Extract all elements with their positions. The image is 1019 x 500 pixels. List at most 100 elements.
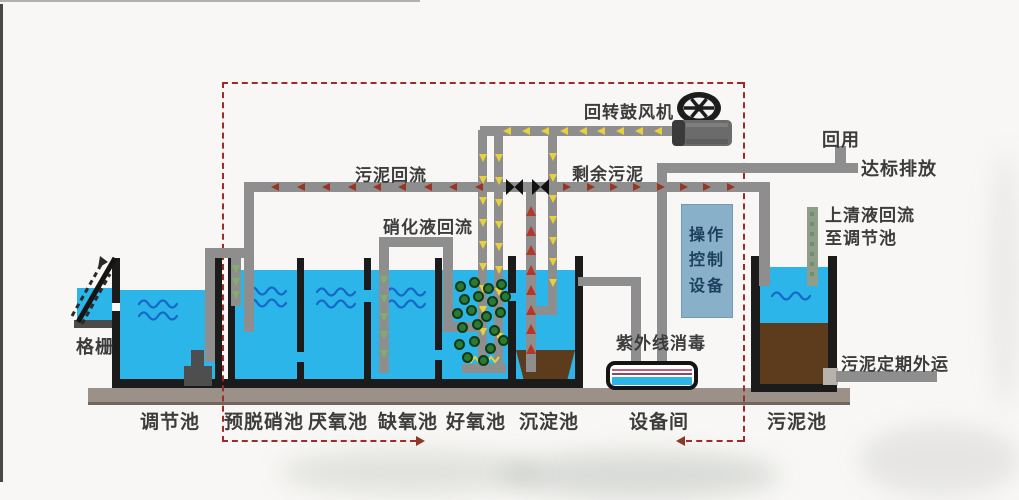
water-wave — [316, 286, 356, 312]
aeration-bubble — [478, 355, 489, 366]
uv-outlet-riser — [657, 163, 667, 363]
boundary-bottom-right — [686, 440, 743, 442]
aeration-bubble — [483, 283, 494, 294]
paper-shadow — [500, 452, 780, 498]
aeration-bubble — [454, 339, 465, 350]
aeration-bubble — [472, 319, 483, 330]
wall-aerobic-sediment-lower — [508, 301, 516, 388]
photo-edge-top — [0, 0, 420, 2]
aeration-bubble — [498, 335, 509, 346]
aeration-bubble — [489, 325, 500, 336]
control-box-text: 设备 — [688, 277, 725, 295]
valve-icon — [532, 179, 549, 195]
tank-label-anoxic: 缺氧池 — [377, 412, 439, 433]
sludge-hauling-label: 污泥定期外运 — [841, 355, 949, 374]
photo-edge-left — [0, 4, 3, 482]
submersible-pump-column — [191, 350, 204, 370]
water-wave — [247, 285, 287, 311]
aeration-bubble — [466, 305, 477, 316]
wall-anaerobic-anoxic-lower — [364, 302, 371, 388]
aeration-bubble — [459, 294, 470, 305]
airlift-air-pipe — [548, 130, 557, 312]
sludge-return-label: 污泥回流 — [355, 166, 427, 185]
aeration-bubble — [487, 296, 498, 307]
rotary-blower-label: 回转鼓风机 — [584, 103, 674, 122]
wall-anoxic-aerobic-upper — [435, 258, 442, 350]
supernatant-label-line1: 上清液回流 — [825, 206, 915, 225]
sedimentation-sludge-hopper — [516, 350, 575, 382]
ground-bar — [88, 388, 850, 405]
wall-anoxic-aerobic-lower — [435, 360, 442, 388]
uv-disinfection-label: 紫外线消毒 — [616, 334, 706, 353]
paper-shadow — [990, 150, 1019, 410]
aeration-bubble — [457, 322, 468, 333]
uv-inlet-downpipe — [631, 277, 641, 363]
paper-shadow — [860, 425, 1019, 495]
airlift-air-bend — [536, 306, 557, 315]
nitrified-return-top — [379, 237, 453, 247]
wall-predenit-anaerobic-upper — [297, 258, 304, 352]
uv-disinfection-unit — [606, 361, 698, 390]
bio-tanks-water — [235, 270, 575, 381]
supernatant-label-line2: 至调节池 — [825, 228, 897, 248]
sediment-sludge-riser — [526, 192, 536, 372]
supernatant-flow-dashes — [810, 212, 814, 282]
aeration-bubble — [469, 277, 480, 288]
sludge-return-downpipe — [244, 182, 254, 332]
boundary-left — [222, 82, 224, 442]
tank-label-equipment-room: 设备间 — [628, 412, 690, 433]
sludge-outlet-pipe — [836, 371, 937, 382]
sludge-tank-left-wall — [751, 256, 760, 392]
aeration-bubble — [496, 279, 507, 290]
valve-icon — [506, 179, 523, 195]
rotary-blower-icon — [672, 92, 732, 146]
aeration-bubble — [452, 308, 463, 319]
aeration-bubble — [462, 352, 473, 363]
reuse-branch-stub — [835, 146, 846, 163]
wall-aerobic-sediment-upper — [508, 256, 516, 293]
tanks-floor — [112, 379, 583, 388]
air-diffuser-manifold — [462, 364, 506, 373]
aeration-bubble — [455, 281, 466, 292]
lift-pipe-drop — [231, 258, 241, 306]
aeration-bubble — [495, 307, 506, 318]
nitrified-return-right-leg — [443, 247, 453, 330]
sludge-outlet-coupling — [823, 368, 838, 385]
supernatant-label: 上清液回流 至调节池 — [825, 205, 915, 251]
tank-label-anaerobic: 厌氧池 — [307, 412, 369, 433]
aeration-bubble — [481, 311, 492, 322]
inlet-wall-lower — [112, 311, 120, 388]
paper-shadow — [280, 450, 540, 494]
control-equipment-box: 操作 控制 设备 — [681, 204, 733, 318]
boundary-arrowhead — [676, 436, 685, 446]
wall-anaerobic-anoxic-upper — [364, 258, 371, 290]
discharge-label: 达标排放 — [861, 159, 937, 179]
submersible-pump — [184, 366, 212, 386]
lift-pipe-riser — [205, 250, 215, 362]
boundary-top — [222, 82, 743, 84]
excess-sludge-downpipe — [759, 182, 770, 286]
lift-pipe-crossover — [205, 248, 247, 258]
control-box-text: 控制 — [688, 252, 725, 270]
tank-label-sedimentation: 沉淀池 — [518, 412, 580, 433]
predenit-left-wall — [228, 258, 235, 388]
reuse-label: 回用 — [822, 130, 860, 150]
water-wave — [386, 286, 426, 312]
bar-screen-icon — [70, 256, 118, 325]
aeration-bubble — [485, 343, 496, 354]
inlet-channel-floor — [74, 320, 120, 328]
inlet-wall-upper — [112, 258, 120, 303]
aeration-bubble — [500, 291, 511, 302]
sludge-tank-right-wall — [828, 256, 837, 392]
grating-label: 格栅 — [76, 337, 114, 357]
aeration-bubble — [473, 291, 484, 302]
boundary-bottom-left — [222, 440, 416, 442]
sludge-tank-floor — [751, 384, 837, 392]
regulating-right-wall — [215, 258, 222, 388]
boundary-arrowhead — [416, 436, 425, 446]
tank-label-sludge: 污泥池 — [766, 412, 828, 433]
control-box-text: 操作 — [688, 226, 725, 244]
nitrified-return-label: 硝化液回流 — [383, 218, 473, 237]
excess-sludge-label: 剩余污泥 — [572, 165, 644, 184]
aeration-bubble — [469, 336, 480, 347]
